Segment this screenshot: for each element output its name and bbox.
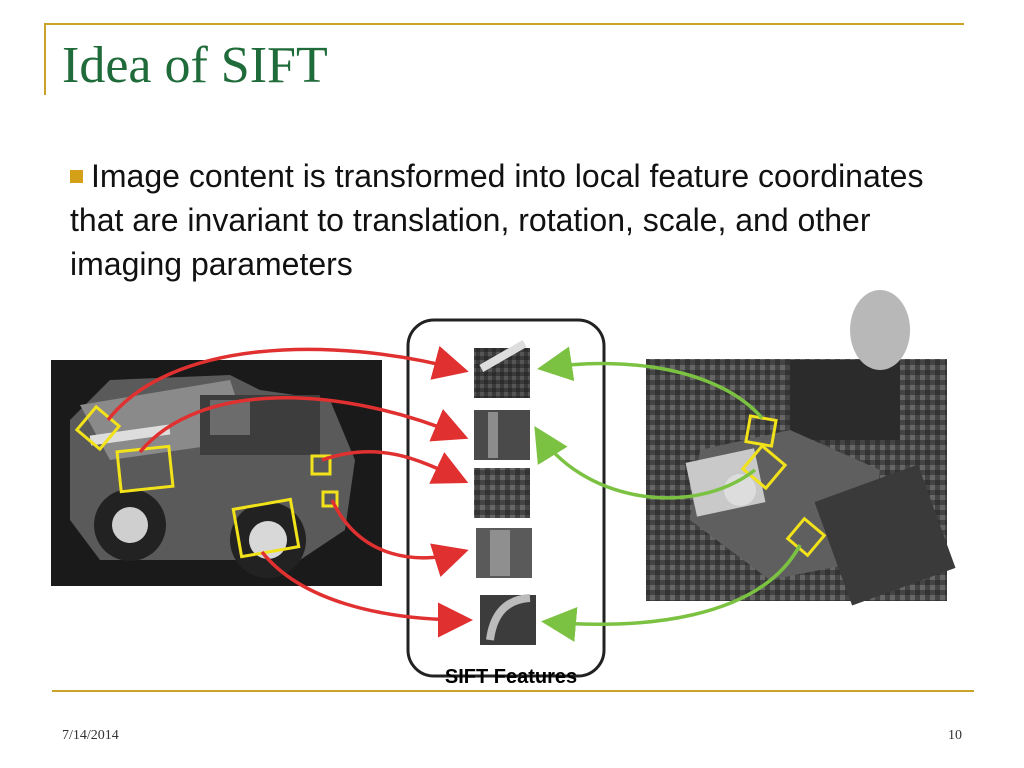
feature-patch-3 (474, 468, 530, 518)
footer-rule (52, 690, 974, 692)
red-arrows (106, 345, 473, 638)
features-frame (406, 318, 606, 678)
left-feature-boxes (74, 404, 339, 559)
right-photo (646, 290, 956, 606)
page-number: 10 (948, 728, 962, 743)
feature-patches (474, 340, 536, 645)
bullet-text: Image content is transformed into local … (70, 158, 924, 282)
green-arrows (534, 346, 802, 642)
bullet-item: Image content is transformed into local … (70, 154, 960, 286)
frame-top-line (44, 23, 964, 25)
frame-left-line (44, 23, 46, 95)
figure-caption: SIFT Features (444, 666, 578, 688)
slide-title: Idea of SIFT (62, 37, 328, 94)
feature-patch-2 (474, 410, 530, 460)
sift-figure (51, 290, 956, 678)
bullet-square-icon (70, 170, 83, 183)
slide-date: 7/14/2014 (62, 728, 119, 743)
left-photo (51, 360, 382, 586)
